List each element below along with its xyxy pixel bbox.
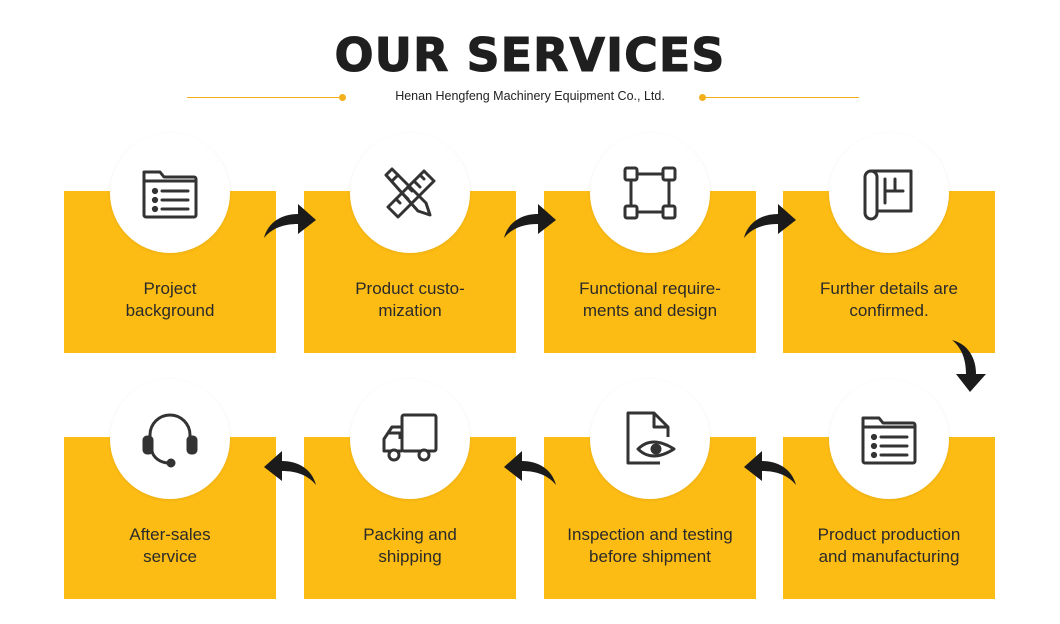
- step-icon-circle: [829, 379, 949, 499]
- step-label-line: background: [125, 301, 215, 320]
- delivery-truck-icon: [382, 413, 438, 462]
- step-icon-circle: [350, 379, 470, 499]
- step-label-line: Further details are: [820, 279, 958, 298]
- step-icon-circle: [829, 133, 949, 253]
- step-label-line: and manufacturing: [818, 547, 960, 566]
- vector-square-icon: [623, 166, 677, 220]
- divider-dot-left: [339, 94, 346, 101]
- step-label-line: Product custo-: [355, 279, 465, 298]
- flow-arrow-right-icon: [740, 196, 798, 242]
- subtitle-row: Henan Hengfeng Machinery Equipment Co., …: [0, 88, 1060, 108]
- divider-line-left: [187, 97, 342, 98]
- blueprint-scroll-icon: [863, 169, 913, 221]
- headset-icon: [142, 413, 198, 468]
- step-label-line: Project: [143, 279, 197, 298]
- step-label: Inspection and testing before shipment: [544, 524, 756, 568]
- flow-arrow-down-icon: [948, 336, 994, 394]
- step-label-line: Inspection and testing: [567, 525, 733, 544]
- step-label-line: service: [143, 547, 197, 566]
- step-label-line: before shipment: [589, 547, 711, 566]
- flow-arrow-left-icon: [262, 443, 320, 489]
- document-eye-icon: [626, 411, 676, 465]
- step-label-line: Functional require-: [579, 279, 721, 298]
- step-label: Product custo- mization: [304, 278, 516, 322]
- step-icon-circle: [350, 133, 470, 253]
- step-label-line: ments and design: [582, 301, 718, 320]
- step-icon-circle: [110, 379, 230, 499]
- pencil-ruler-icon: [384, 167, 436, 219]
- step-label: Functional require- ments and design: [544, 278, 756, 322]
- flow-arrow-right-icon: [260, 196, 318, 242]
- step-label-line: Product production: [817, 525, 961, 544]
- step-icon-circle: [590, 133, 710, 253]
- step-icon-circle: [590, 379, 710, 499]
- divider-line-right: [702, 97, 859, 98]
- flow-arrow-left-icon: [742, 443, 800, 489]
- step-label-line: confirmed.: [849, 301, 929, 320]
- step-label: Further details are confirmed.: [783, 278, 995, 322]
- step-label-line: mization: [378, 301, 442, 320]
- step-label-line: After-sales: [129, 525, 211, 544]
- step-label-line: Packing and: [363, 525, 457, 544]
- step-label: After-sales service: [64, 524, 276, 568]
- step-label: Packing and shipping: [304, 524, 516, 568]
- step-label: Project background: [64, 278, 276, 322]
- page-title: OUR SERVICES: [334, 28, 726, 83]
- step-label-line: shipping: [378, 547, 442, 566]
- flow-arrow-right-icon: [500, 196, 558, 242]
- step-label: Product production and manufacturing: [783, 524, 995, 568]
- step-icon-circle: [110, 133, 230, 253]
- folder-list-icon: [142, 170, 198, 219]
- folder-list-icon: [861, 416, 917, 465]
- flow-arrow-left-icon: [502, 443, 560, 489]
- company-name: Henan Hengfeng Machinery Equipment Co., …: [395, 89, 665, 103]
